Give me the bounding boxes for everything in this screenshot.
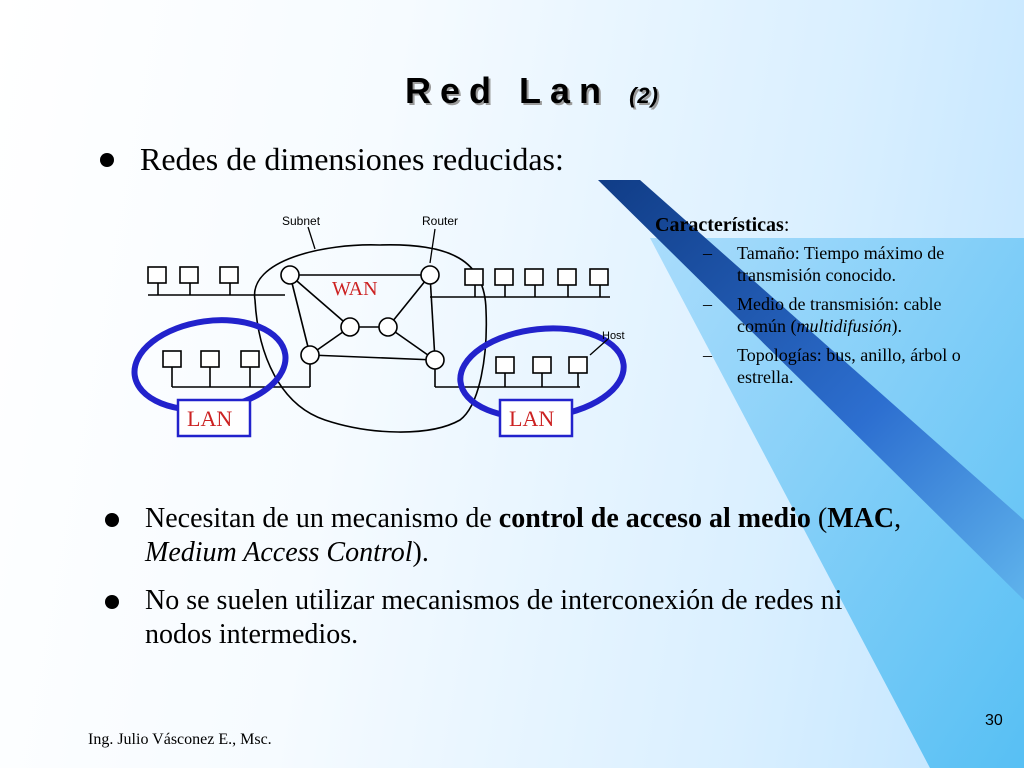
network-diagram: Subnet Router Host WAN LAN LAN (131, 214, 627, 438)
diagram-label-wan: WAN (332, 278, 378, 300)
characteristics-block: Características: – Tamaño: Tiempo máximo… (655, 214, 965, 395)
diagram-label-router: Router (422, 214, 458, 228)
router-icon (378, 317, 398, 337)
characteristics-list: – Tamaño: Tiempo máximo de transmisión c… (655, 242, 965, 388)
title-sub: (2) (629, 83, 659, 108)
background-blue-panel (650, 238, 1024, 768)
dash-icon: – (703, 294, 712, 314)
host-icon (464, 268, 484, 286)
bullet-item-1: Redes de dimensiones reducidas: (100, 140, 564, 178)
host-icon (557, 268, 577, 286)
bullet-item-2: Necesitan de un mecanismo de control de … (105, 502, 905, 570)
page-title: Red Lan (2) (0, 70, 1024, 112)
host-icon (147, 266, 167, 284)
host-icon (524, 268, 544, 286)
lan-left-box (176, 398, 252, 438)
router-icon (425, 350, 445, 370)
footer-author: Ing. Julio Vásconez E., Msc. (88, 731, 272, 748)
characteristics-heading: Características: (655, 214, 790, 236)
dash-icon: – (703, 243, 712, 263)
host-icon (568, 356, 588, 374)
host-icon (240, 350, 260, 368)
bullet-dot-icon (100, 153, 114, 167)
host-icon (494, 268, 514, 286)
list-item: – Topologías: bus, anillo, árbol o estre… (703, 345, 961, 387)
title-main: Red Lan (405, 70, 611, 111)
host-icon (162, 350, 182, 368)
list-item: – Tamaño: Tiempo máximo de transmisión c… (703, 243, 945, 285)
host-icon (495, 356, 515, 374)
host-icon (200, 350, 220, 368)
diagram-label-lan-left: LAN (187, 406, 232, 431)
lan-right-box (498, 398, 574, 438)
router-icon (300, 345, 320, 365)
bullet-dot-icon (105, 513, 119, 527)
diagram-label-lan-right: LAN (509, 406, 554, 431)
diagram-label-subnet: Subnet (282, 214, 321, 228)
list-item: – Medio de transmisión: cable común (mul… (703, 294, 942, 336)
host-icon (179, 266, 199, 284)
background-dark-stripe (598, 180, 1024, 600)
router-icon (280, 265, 300, 285)
router-icon (340, 317, 360, 337)
bullet-item-3: No se suelen utilizar mecanismos de inte… (105, 584, 905, 652)
host-icon (589, 268, 609, 286)
bullet-dot-icon (105, 595, 119, 609)
page-number: 30 (985, 712, 1003, 729)
wan-subnet-outline (253, 244, 488, 433)
diagram-label-host: Host (602, 330, 625, 342)
host-icon (532, 356, 552, 374)
dash-icon: – (703, 345, 712, 365)
host-icon (219, 266, 239, 284)
bullet-text: Redes de dimensiones reducidas: (140, 141, 564, 177)
router-icon (420, 265, 440, 285)
